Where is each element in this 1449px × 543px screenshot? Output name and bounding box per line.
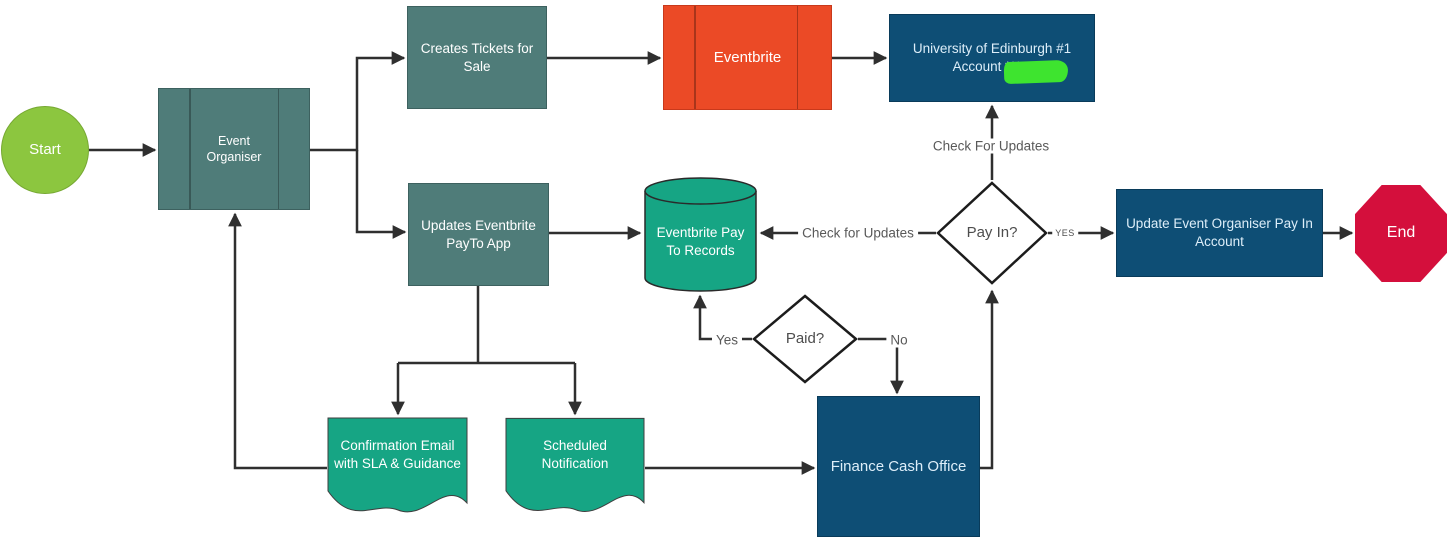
cylinder-shape <box>644 177 757 292</box>
document-shape <box>505 417 645 512</box>
creates-tickets-label: Creates Tickets for Sale <box>420 40 534 74</box>
diamond-shape <box>936 181 1048 285</box>
edge-label-paid-no: No <box>886 332 912 348</box>
eventbrite-label: Eventbrite <box>713 48 782 66</box>
node-pay-in-decision: Pay In? <box>936 181 1048 285</box>
node-payto-records-database: Eventbrite Pay To Records <box>643 176 758 293</box>
diamond-shape <box>752 294 858 384</box>
edge-label-check-for-updates-horizontal: Check for Updates <box>798 225 918 241</box>
redaction-overlay <box>1003 59 1069 85</box>
node-finance-cash-office: Finance Cash Office <box>817 396 980 537</box>
pay-in-label: Pay In? <box>966 224 1018 242</box>
node-start-terminator: Start <box>1 106 89 194</box>
edge-finance-to-pay-in <box>980 289 999 470</box>
edge-label-pay-in-yes: YES <box>1052 228 1078 238</box>
scheduled-notification-label: Scheduled Notification <box>541 437 609 471</box>
edge-event-organiser-to-updates-payto <box>355 150 407 239</box>
band-line-right <box>277 89 279 209</box>
end-label: End <box>1386 224 1416 242</box>
node-paid-decision: Paid? <box>752 294 858 384</box>
edge-label-paid-yes: Yes <box>711 332 743 348</box>
band-line-left <box>189 89 191 209</box>
node-event-organiser: Event Organiser <box>158 88 310 210</box>
node-eventbrite: Eventbrite <box>663 5 832 110</box>
node-creates-tickets: Creates Tickets for Sale <box>407 6 547 109</box>
start-label: Start <box>29 141 61 159</box>
payto-records-label: Eventbrite Pay To Records <box>656 224 745 258</box>
node-updates-payto: Updates Eventbrite PayTo App <box>408 183 549 286</box>
paid-label: Paid? <box>785 330 825 348</box>
confirmation-email-label: Confirmation Email with SLA & Guidance <box>334 437 461 471</box>
node-confirmation-email-document: Confirmation Email with SLA & Guidance <box>327 417 468 518</box>
node-scheduled-notification-document: Scheduled Notification <box>505 417 645 518</box>
updates-payto-label: Updates Eventbrite PayTo App <box>421 217 536 251</box>
node-update-pay-in-account: Update Event Organiser Pay In Account <box>1116 189 1323 277</box>
finance-cash-office-label: Finance Cash Office <box>830 457 967 475</box>
edge-event-organiser-to-creates-tickets <box>310 51 406 152</box>
event-organiser-label: Event Organiser <box>206 133 262 164</box>
edge-confirmation-to-event-organiser <box>228 212 327 470</box>
edge-label-check-for-updates-vertical: Check For Updates <box>928 138 1054 154</box>
band-line-right <box>796 6 798 109</box>
node-end-terminator: End <box>1355 185 1447 282</box>
band-line-left <box>694 6 696 109</box>
uoe-account-label-line1: University of Edinburgh #1 <box>912 41 1072 57</box>
node-uoe-account: University of Edinburgh #1 Account ***** <box>889 14 1095 102</box>
document-shape <box>327 417 468 513</box>
update-pay-in-account-label: Update Event Organiser Pay In Account <box>1126 216 1313 249</box>
